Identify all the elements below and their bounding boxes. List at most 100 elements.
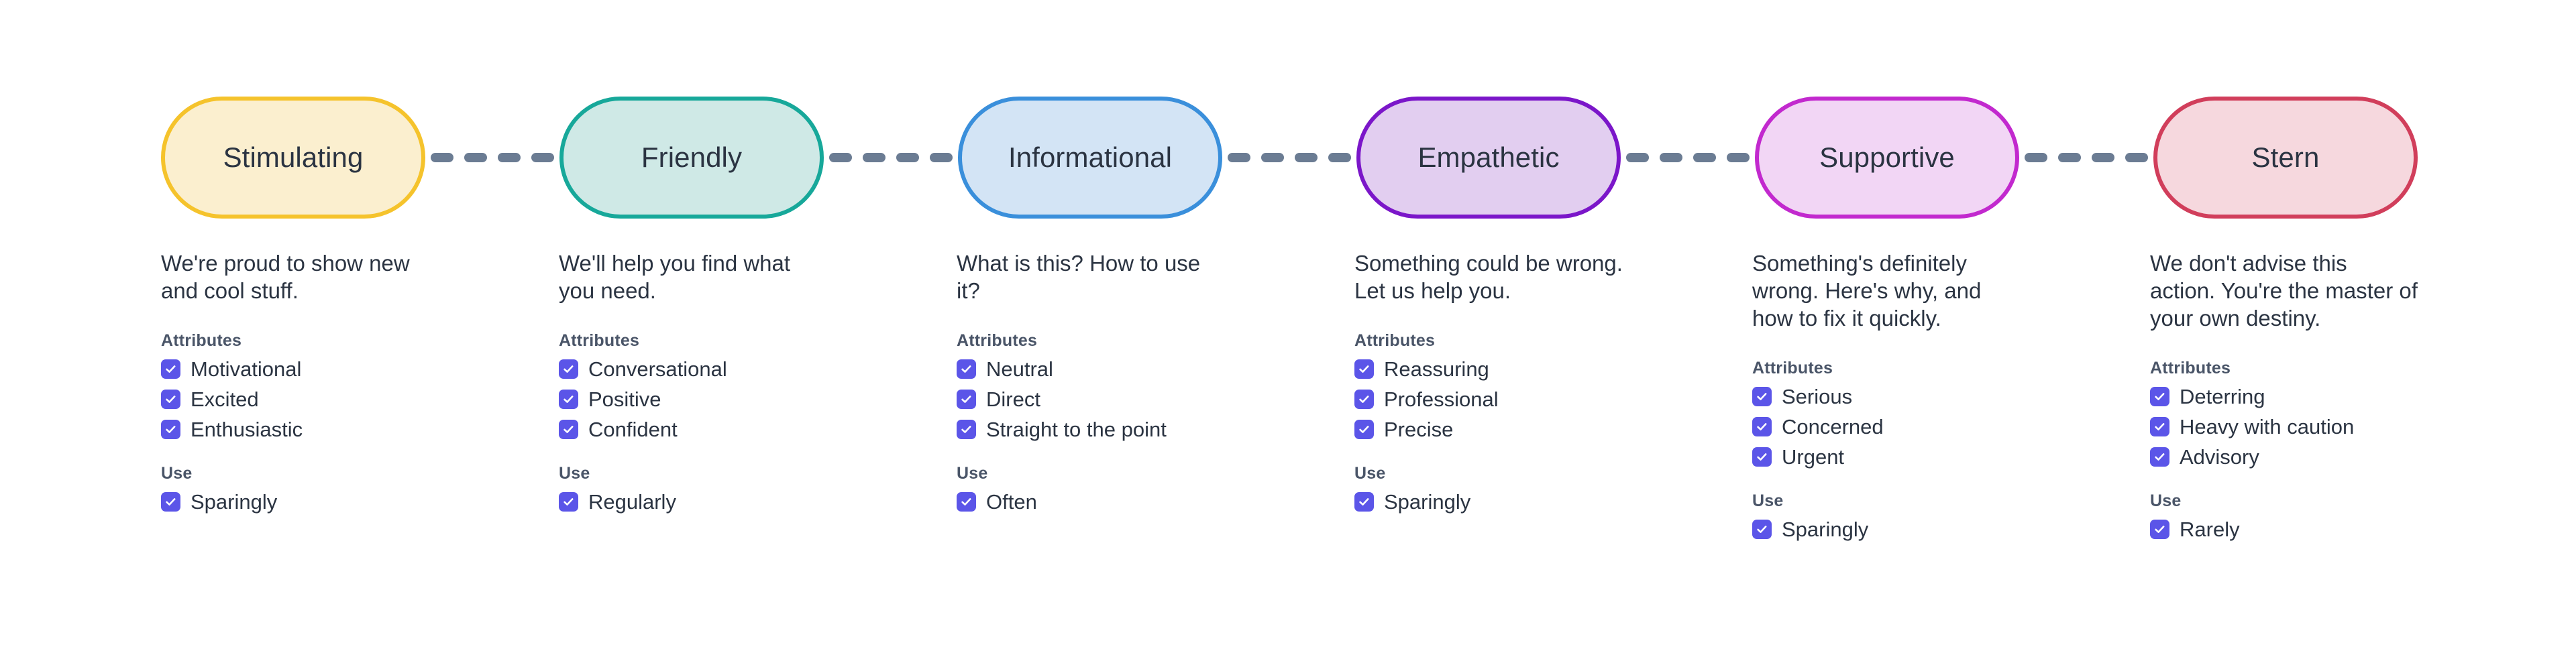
- checkbox-label: Sparingly: [1384, 490, 1471, 514]
- dash-segment: [1660, 153, 1682, 162]
- checkmark-icon[interactable]: [1354, 420, 1374, 439]
- checkmark-icon[interactable]: [161, 359, 180, 379]
- attribute-item[interactable]: Professional: [1354, 389, 1619, 410]
- dash-segment: [2058, 153, 2081, 162]
- checkmark-icon[interactable]: [559, 420, 578, 439]
- checkmark-icon[interactable]: [1354, 492, 1374, 512]
- dash-segment: [1328, 153, 1351, 162]
- attribute-item[interactable]: Enthusiastic: [161, 419, 425, 440]
- dash-segment: [1261, 153, 1284, 162]
- use-item[interactable]: Sparingly: [1752, 519, 2017, 540]
- checkmark-icon[interactable]: [1752, 520, 1772, 539]
- stage-description: What is this? How to use it?: [957, 251, 1201, 303]
- checkmark-icon[interactable]: [957, 492, 976, 512]
- checkmark-icon[interactable]: [2150, 520, 2169, 539]
- checkbox-label: Reassuring: [1384, 357, 1489, 381]
- checkbox-label: Conversational: [588, 357, 727, 381]
- stage-pill-empathetic[interactable]: Empathetic: [1356, 97, 1621, 219]
- dashed-line-icon: [2025, 153, 2148, 162]
- stage-description: Something could be wrong. Let us help yo…: [1354, 251, 1623, 303]
- checkmark-icon[interactable]: [559, 359, 578, 379]
- checkbox-label: Confident: [588, 418, 678, 441]
- attribute-item[interactable]: Straight to the point: [957, 419, 1221, 440]
- stage-pill-label: Supportive: [1819, 141, 1955, 173]
- use-item[interactable]: Sparingly: [161, 491, 425, 512]
- checkbox-label: Urgent: [1782, 445, 1845, 469]
- checkbox-label: Neutral: [986, 357, 1053, 381]
- checkmark-icon[interactable]: [2150, 387, 2169, 406]
- attribute-item[interactable]: Advisory: [2150, 447, 2414, 467]
- checkmark-icon[interactable]: [1354, 359, 1374, 379]
- attribute-item[interactable]: Serious: [1752, 386, 2017, 407]
- checkbox-label: Enthusiastic: [191, 418, 303, 441]
- dashed-line-icon: [1626, 153, 1750, 162]
- attribute-item[interactable]: Positive: [559, 389, 823, 410]
- attribute-item[interactable]: Concerned: [1752, 416, 2017, 437]
- checkbox-label: Heavy with caution: [2180, 415, 2355, 438]
- stage-pill-row: Stimulating Friendly Informational Empathet…: [161, 94, 2418, 221]
- stage-description: Something's definitely wrong. Here's why…: [1752, 251, 1982, 331]
- dashed-line-icon: [1228, 153, 1351, 162]
- stage-pill-friendly[interactable]: Friendly: [559, 97, 824, 219]
- checkmark-icon[interactable]: [2150, 417, 2169, 436]
- attribute-item[interactable]: Reassuring: [1354, 359, 1619, 379]
- use-group-title: Use: [161, 464, 193, 483]
- checkmark-icon[interactable]: [1354, 390, 1374, 409]
- dash-segment: [1626, 153, 1649, 162]
- attribute-item[interactable]: Motivational: [161, 359, 425, 379]
- attribute-item[interactable]: Urgent: [1752, 447, 2017, 467]
- checkmark-icon[interactable]: [1752, 387, 1772, 406]
- stage-pill-stern[interactable]: Stern: [2153, 97, 2418, 219]
- dashed-line-icon: [829, 153, 953, 162]
- dash-segment: [863, 153, 885, 162]
- attribute-item[interactable]: Excited: [161, 389, 425, 410]
- use-item[interactable]: Sparingly: [1354, 491, 1619, 512]
- checkmark-icon[interactable]: [957, 390, 976, 409]
- dash-segment: [2025, 153, 2047, 162]
- checkmark-icon[interactable]: [957, 359, 976, 379]
- stage-column-friendly: We'll help you find what you need.Attrib…: [559, 249, 823, 540]
- checkmark-icon[interactable]: [2150, 447, 2169, 467]
- checkmark-icon[interactable]: [1752, 447, 1772, 467]
- checkmark-icon[interactable]: [161, 492, 180, 512]
- stage-description: We don't advise this action. You're the …: [2150, 251, 2418, 331]
- stage-pill-label: Empathetic: [1417, 141, 1560, 173]
- stage-detail-columns: We're proud to show new and cool stuff.A…: [161, 249, 2418, 540]
- attribute-item[interactable]: Conversational: [559, 359, 823, 379]
- checkmark-icon[interactable]: [161, 390, 180, 409]
- attributes-group-title: Attributes: [1752, 359, 1833, 377]
- checkbox-label: Often: [986, 490, 1037, 514]
- attribute-item[interactable]: Precise: [1354, 419, 1619, 440]
- attribute-item[interactable]: Neutral: [957, 359, 1221, 379]
- stage-pill-label: Informational: [1008, 141, 1173, 173]
- stage-pill-supportive[interactable]: Supportive: [1755, 97, 2019, 219]
- use-item[interactable]: Regularly: [559, 491, 823, 512]
- attribute-item[interactable]: Deterring: [2150, 386, 2414, 407]
- checkmark-icon[interactable]: [957, 420, 976, 439]
- dash-segment: [1693, 153, 1716, 162]
- use-item[interactable]: Rarely: [2150, 519, 2414, 540]
- dash-segment: [2092, 153, 2114, 162]
- checkmark-icon[interactable]: [1752, 417, 1772, 436]
- checkbox-label: Positive: [588, 388, 661, 411]
- attribute-item[interactable]: Direct: [957, 389, 1221, 410]
- use-group-title: Use: [957, 464, 988, 483]
- stage-pill-stimulating[interactable]: Stimulating: [161, 97, 425, 219]
- stage-pill-label: Stimulating: [223, 141, 364, 173]
- checkmark-icon[interactable]: [559, 390, 578, 409]
- checkmark-icon[interactable]: [161, 420, 180, 439]
- attribute-item[interactable]: Heavy with caution: [2150, 416, 2414, 437]
- dash-segment: [431, 153, 453, 162]
- checkbox-label: Precise: [1384, 418, 1454, 441]
- attributes-group-title: Attributes: [559, 331, 640, 350]
- use-item[interactable]: Often: [957, 491, 1221, 512]
- attributes-group-title: Attributes: [1354, 331, 1436, 350]
- checkmark-icon[interactable]: [559, 492, 578, 512]
- stage-pill-informational[interactable]: Informational: [958, 97, 1222, 219]
- attribute-item[interactable]: Confident: [559, 419, 823, 440]
